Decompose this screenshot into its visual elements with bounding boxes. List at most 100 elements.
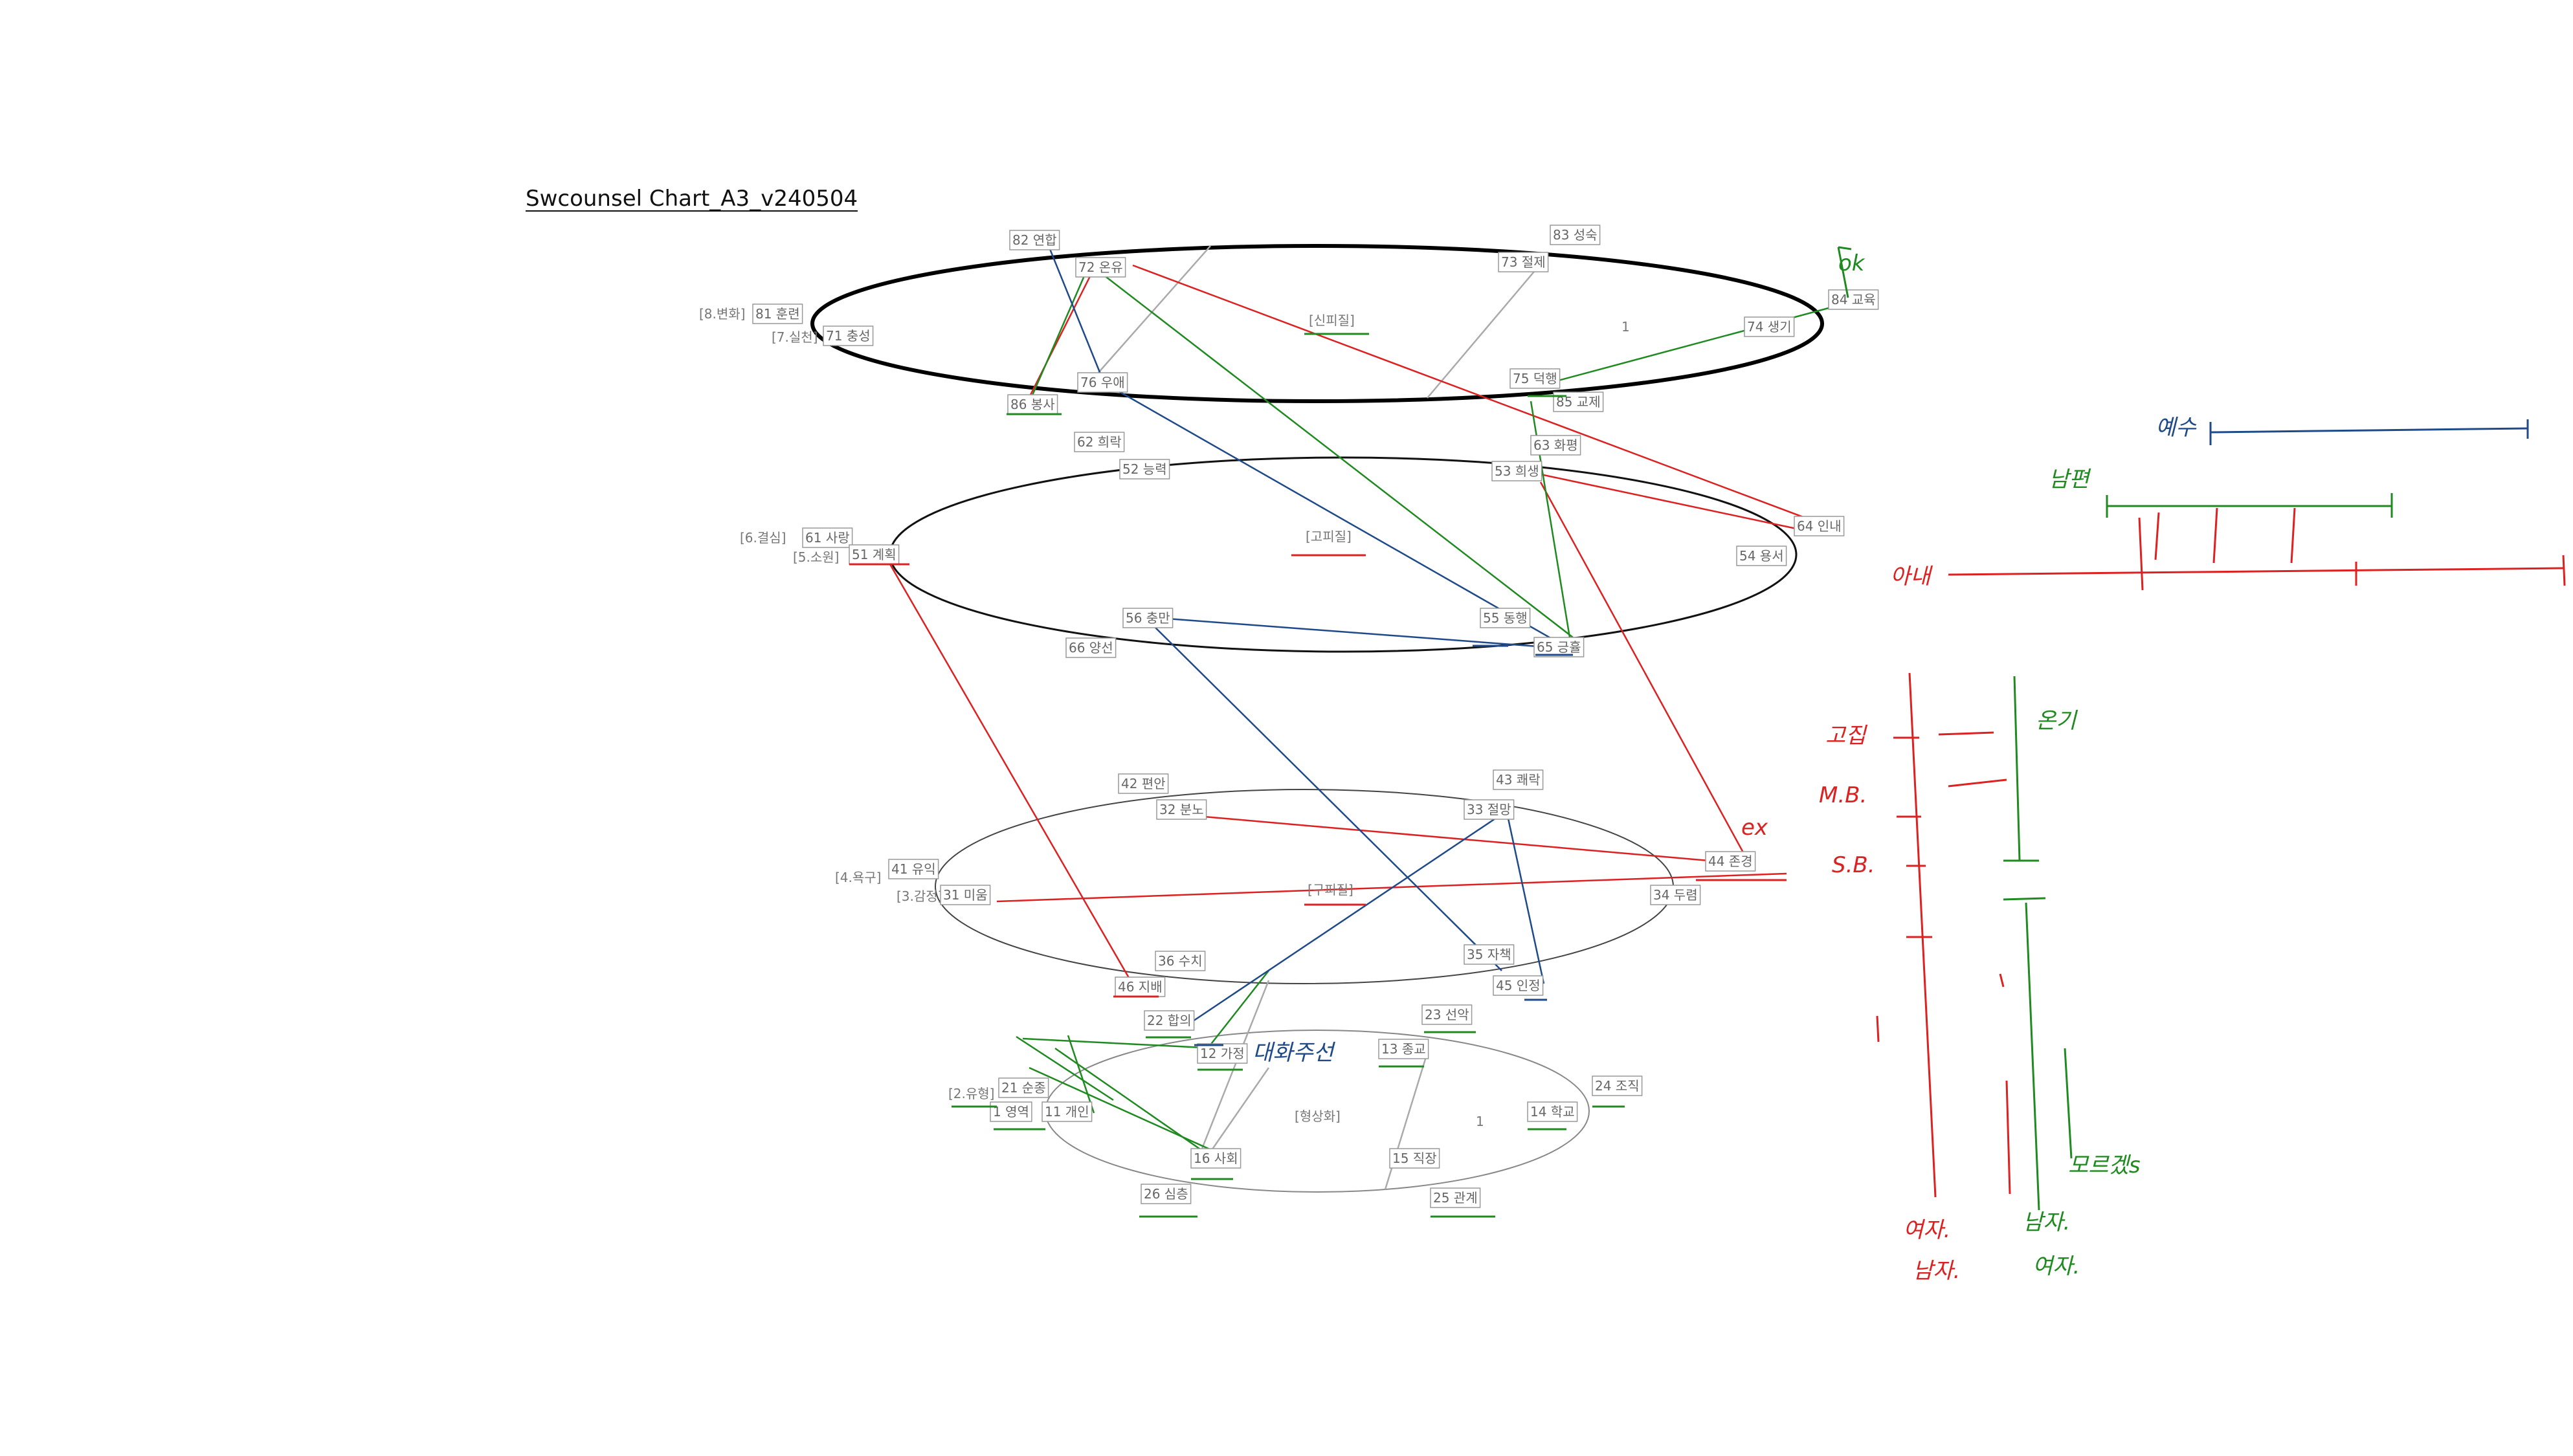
node-box: 72 온유 [1075, 257, 1126, 278]
node-underlines [849, 395, 1787, 1218]
ring-neocortex [810, 244, 1824, 403]
category-label: [7.실천] [772, 329, 818, 345]
node-border [1533, 637, 1585, 657]
ring-marker-figuration: 1 [1476, 1114, 1484, 1129]
connection-line [1209, 1067, 1270, 1153]
connection-line [1152, 624, 1502, 971]
node-border [1736, 546, 1787, 566]
node-label: 21 순종 [1001, 1080, 1046, 1096]
node-box: 42 편안 [1118, 773, 1169, 794]
node-label: 86 봉사 [1010, 397, 1055, 412]
node-border [1077, 372, 1128, 393]
node-label: 81 훈련 [755, 306, 800, 322]
handwriting-warmth: 온기 [2036, 708, 2078, 734]
node-border [1197, 1043, 1248, 1064]
node-label: 62 희락 [1077, 434, 1122, 450]
node-border [1119, 459, 1170, 480]
node-label: 63 화평 [1533, 437, 1578, 453]
node-label: 15 직장 [1392, 1151, 1437, 1166]
node-label: 24 조직 [1595, 1078, 1640, 1094]
handwriting-woman-2: 여자. [2033, 1253, 2080, 1279]
node-border [1491, 461, 1543, 481]
ring-label-neocortex: [신피질] [1309, 313, 1355, 328]
node-label: 12 가정 [1200, 1046, 1245, 1061]
node-label: 73 절제 [1501, 254, 1546, 270]
handwriting-ok: ok [1838, 250, 1866, 276]
node-border [1744, 316, 1795, 337]
connection-line [1553, 302, 1849, 383]
node-box: 73 절제 [1498, 252, 1549, 272]
node-box: 81 훈련 [752, 303, 803, 324]
node-box: 21 순종 [998, 1077, 1049, 1098]
node-box: 41 유익 [888, 859, 939, 879]
node-border [823, 325, 874, 346]
node-border [1122, 608, 1174, 628]
node-label: 45 인정 [1496, 978, 1541, 993]
node-border [990, 1101, 1032, 1122]
node-border [1155, 951, 1206, 971]
connection-line [1097, 245, 1211, 375]
node-label: 25 관계 [1433, 1190, 1478, 1206]
node-label: 16 사회 [1194, 1151, 1238, 1166]
node-box: 33 절망 [1464, 799, 1515, 820]
ring-archicortex [935, 789, 1674, 984]
node-box: 52 능력 [1119, 459, 1170, 480]
node-label: 11 개인 [1045, 1104, 1089, 1120]
node-box: 26 심층 [1141, 1184, 1192, 1204]
node-border [1141, 1184, 1192, 1204]
node-border [1007, 394, 1058, 415]
connection-line [1067, 1035, 1095, 1114]
connection-line [1158, 617, 1548, 648]
connection-line [1427, 259, 1544, 399]
node-box: 62 희락 [1074, 432, 1125, 452]
node-box: 31 미움 [940, 885, 991, 905]
handwriting-stubborn: 고집 [1825, 723, 1867, 749]
ring-marker-neocortex: 1 [1621, 319, 1630, 335]
handwriting-sb: S.B. [1832, 852, 1875, 878]
handwriting-wife: 아내 [1890, 564, 1933, 590]
node-box: 51 계획 [849, 544, 900, 565]
handwriting-dont-know: 모르겠s [2068, 1153, 2141, 1178]
node-border [1530, 435, 1581, 456]
node-border [1009, 230, 1060, 250]
node-border [1480, 608, 1531, 628]
connection-line [1199, 980, 1270, 1153]
connection-line [1537, 472, 1800, 531]
node-border [888, 859, 939, 879]
node-border [1144, 1010, 1195, 1031]
node-box: 64 인내 [1794, 516, 1845, 536]
handwriting-husband: 남편 [2049, 467, 2091, 492]
node-border [940, 885, 991, 905]
connection-line [1022, 1037, 1218, 1050]
chart-title: Swcounsel Chart_A3_v240504 [526, 186, 858, 212]
node-label: 46 지배 [1118, 979, 1163, 995]
node-box: 76 우애 [1077, 372, 1128, 393]
node-label: 36 수치 [1158, 953, 1203, 969]
node-box: 13 종교 [1378, 1039, 1429, 1059]
node-border [1041, 1101, 1093, 1122]
node-border [802, 527, 853, 548]
node-border [1118, 773, 1169, 794]
node-label: 82 연합 [1012, 232, 1057, 248]
handwriting-woman-1: 여자. [1903, 1217, 1950, 1243]
node-label: 61 사랑 [805, 530, 850, 546]
node-border [1074, 432, 1125, 452]
node-label: 31 미움 [943, 887, 988, 903]
node-box: 55 동행 [1480, 608, 1531, 628]
node-border [849, 544, 900, 565]
node-label: 41 유익 [891, 861, 936, 877]
node-label: 1 영역 [993, 1104, 1029, 1120]
node-box: 54 용서 [1736, 546, 1787, 566]
node-box: 75 덕행 [1509, 368, 1561, 389]
node-label: 52 능력 [1122, 461, 1167, 477]
node-box: 45 인정 [1493, 975, 1544, 996]
node-box: 32 분노 [1156, 799, 1207, 820]
node-label: 76 우애 [1080, 375, 1125, 390]
node-label: 55 동행 [1483, 610, 1528, 626]
handwriting-ex: ex [1741, 815, 1768, 841]
node-label: 56 충만 [1126, 610, 1170, 626]
node-border [1493, 769, 1544, 790]
node-border [1550, 225, 1601, 245]
node-box: 34 두렴 [1650, 885, 1701, 905]
